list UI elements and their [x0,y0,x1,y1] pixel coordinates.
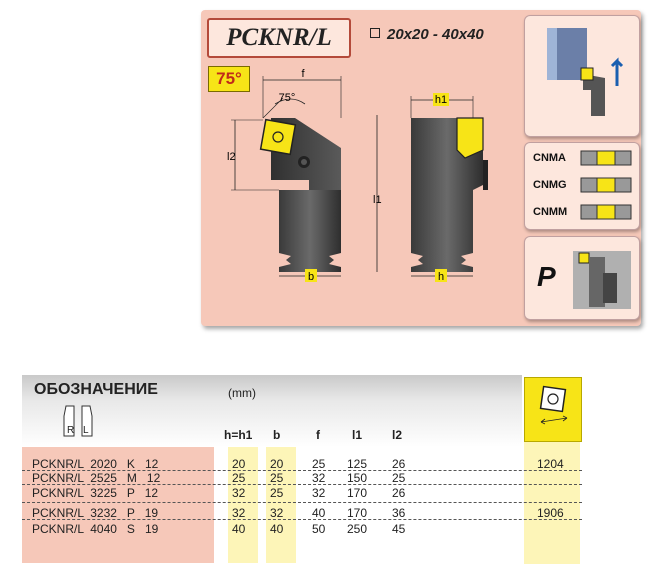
col-header-h: h=h1 [224,428,253,442]
row-designation: PCKNR/L 2020 K 12 [32,457,159,471]
row-b: 40 [270,522,284,536]
designation-column-bg [22,447,214,563]
lever-clamp-icon [573,251,631,309]
row-separator [22,519,582,520]
row-designation: PCKNR/L 3225 P 12 [32,486,159,500]
unit-label: (mm) [228,386,256,400]
row-designation: PCKNR/L 2525 M 12 [32,471,161,485]
row-l2: 25 [392,471,406,485]
row-h: 40 [232,522,246,536]
row-l2: 36 [392,506,406,520]
table-header [22,375,522,447]
col-header-f: f [316,428,320,442]
row-b: 20 [270,457,284,471]
row-designation: PCKNR/L 4040 S 19 [32,522,159,536]
row-f: 40 [312,506,326,520]
angle-badge: 75° [208,66,250,92]
row-l1: 150 [347,471,368,485]
size-range-text: 20x20 - 40x40 [387,26,484,43]
row-h: 32 [232,486,246,500]
front-view: f 75° l2 l1 b [227,68,382,283]
row-l1: 250 [347,522,368,536]
dim-f: f [301,68,305,80]
row-insert: 1204 [537,457,564,471]
col-header-b: b [273,428,281,442]
tool-drawing: f 75° l2 l1 b h1 h [227,68,488,283]
row-h: 20 [232,457,246,471]
insert-types-panel: CNMA CNMG CNMM [524,142,640,230]
clamp-letter: P [537,261,556,292]
table-row: PCKNR/L 3225 P 12 32 25 32 170 26 [22,486,582,500]
table-title: ОБОЗНАЧЕНИЕ [34,381,158,398]
row-designation: PCKNR/L 3232 P 19 [32,506,159,520]
dim-b: b [308,271,314,283]
row-l2: 26 [392,486,406,500]
b-column-bg [266,447,296,563]
insert-diamond-icon [539,385,568,425]
col-header-l2: l2 [392,428,403,442]
row-l1: 170 [347,506,368,520]
row-l1: 170 [347,486,368,500]
row-f: 25 [312,457,326,471]
row-b: 32 [270,506,284,520]
approach-panel [524,15,640,137]
insert-profiles-icon [580,150,632,220]
side-view: h1 h [410,93,488,283]
dim-angle: 75° [279,92,296,104]
row-b: 25 [270,471,284,485]
table-row: PCKNR/L 2020 K 12 20 20 25 125 26 1204 [22,457,582,471]
row-separator [22,502,582,503]
right-hand-label: R [67,425,74,436]
square-icon [370,28,380,38]
clamp-panel: P [524,236,640,320]
row-insert: 1906 [537,506,564,520]
row-separator [22,470,582,471]
table-row: PCKNR/L 3232 P 19 32 32 40 170 36 1906 [22,506,582,520]
size-range: 20x20 - 40x40 [370,26,484,43]
row-f: 32 [312,471,326,485]
row-l2: 26 [392,457,406,471]
left-hand-label: L [83,425,89,436]
row-f: 32 [312,486,326,500]
feed-direction-icon [547,28,624,116]
row-h: 32 [232,506,246,520]
dim-l1: l1 [373,194,382,206]
insert-type-3: CNMM [533,206,568,218]
table-row: PCKNR/L 4040 S 19 40 40 50 250 45 [22,522,582,536]
table-row: PCKNR/L 2525 M 12 25 25 32 150 25 [22,471,582,485]
dim-h1: h1 [435,94,447,106]
insert-type-1: CNMA [533,152,566,164]
row-l1: 125 [347,457,368,471]
handedness-icon: R L [63,405,93,437]
row-separator [22,484,582,485]
row-b: 25 [270,486,284,500]
dim-l2: l2 [227,151,236,163]
insert-type-2: CNMG [533,179,567,191]
row-h: 25 [232,471,246,485]
tool-title: PCKNR/L [207,18,351,58]
dim-h: h [438,271,444,283]
h-column-bg [228,447,258,563]
insert-shape-box [524,377,582,442]
row-f: 50 [312,522,326,536]
row-l2: 45 [392,522,406,536]
col-header-l1: l1 [352,428,363,442]
